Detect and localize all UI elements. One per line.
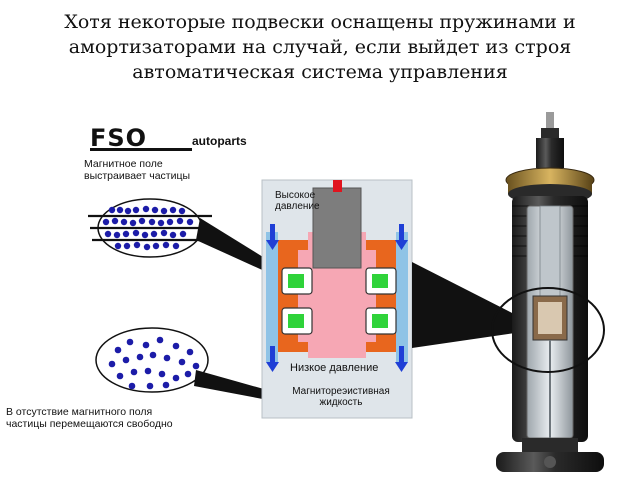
label-mr-fluid: Магнитореэистивная жидкость (280, 386, 402, 408)
caption: Хотя некоторые подвески оснащены пружина… (8, 10, 632, 85)
pressure-arrows (266, 224, 408, 372)
label-no-field: В отсутствие магнитного поля частицы пер… (6, 406, 173, 430)
label-mr-fluid-line-1: Магнитореэистивная (292, 386, 390, 397)
aligned-particles-bubble (88, 198, 284, 278)
fso-logo: FSO (90, 124, 148, 152)
free-particles-bubble (95, 327, 285, 403)
shock-absorber (491, 112, 605, 472)
coil-bottom-right (365, 307, 397, 335)
label-no-field-line-1: В отсутствие магнитного поля (6, 406, 153, 418)
caption-line-1: Хотя некоторые подвески оснащены пружина… (64, 11, 576, 33)
label-magnetic-field-line-2: выстраивает частицы (84, 170, 191, 182)
fso-logo-sub: autoparts (192, 134, 247, 148)
label-no-field-line-2: частицы перемещаются свободно (6, 418, 173, 430)
zoom-wedge (412, 262, 522, 348)
label-mr-fluid-line-2: жидкость (319, 397, 363, 408)
label-high-pressure-line-2: давление (275, 201, 320, 212)
caption-line-2: амортизаторами на случай, если выйдет из… (68, 36, 572, 58)
coil-bottom-left (281, 307, 313, 335)
label-magnetic-field-line-1: Магнитное поле (84, 158, 163, 170)
label-high-pressure: Высокое давление (275, 190, 320, 212)
coil-top-right (365, 267, 397, 295)
label-high-pressure-line-1: Высокое (275, 190, 316, 201)
label-magnetic-field: Магнитное поле выстраивает частицы (84, 158, 190, 182)
red-marker (333, 180, 342, 192)
coil-top-left (281, 267, 313, 295)
damper-cross-section (261, 179, 413, 419)
label-low-pressure: Низкое давление (290, 362, 379, 374)
caption-line-3: автоматическая система управления (132, 61, 508, 83)
logo-underline (90, 148, 192, 151)
